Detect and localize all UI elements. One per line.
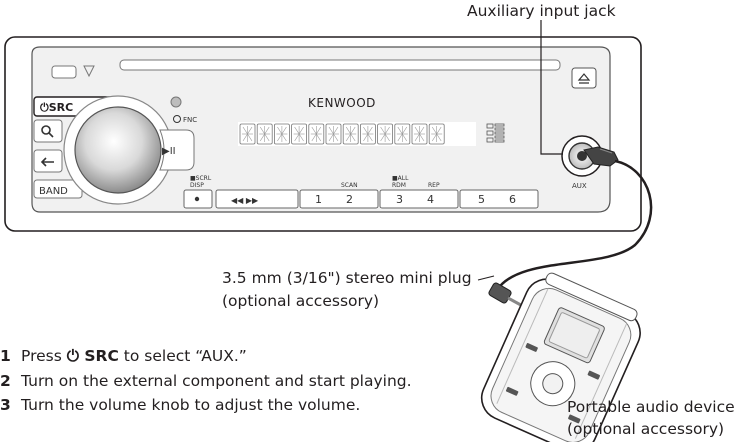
disp-label: DISP bbox=[190, 182, 204, 189]
lcd-character-cell bbox=[308, 123, 325, 145]
step-text: Turn on the external component and start… bbox=[21, 371, 412, 390]
lcd-character-cell bbox=[377, 123, 394, 145]
fnc-label: FNC bbox=[183, 116, 197, 124]
step-number: 3 bbox=[0, 396, 11, 414]
device-callout-line1: Portable audio device bbox=[567, 398, 735, 416]
lcd-character-cell bbox=[394, 123, 411, 145]
step-text: Press bbox=[21, 347, 67, 365]
src-keyword: ⏻ SRC bbox=[66, 347, 119, 365]
lcd-character-cell bbox=[428, 123, 445, 145]
eject-icon bbox=[577, 73, 591, 84]
rdm-label: RDM bbox=[392, 182, 406, 189]
seek-buttons[interactable] bbox=[215, 189, 299, 209]
all-label: ■ALL bbox=[392, 175, 409, 182]
lcd-character-cell bbox=[411, 123, 428, 145]
preset-1-label: 1 bbox=[315, 193, 322, 206]
lcd-character-cell bbox=[359, 123, 376, 145]
step-text: Turn the volume knob to adjust the volum… bbox=[21, 396, 361, 414]
aux-plug bbox=[583, 146, 619, 167]
step-2: 2 Turn on the external component and star… bbox=[0, 369, 412, 394]
aux-callout-line bbox=[540, 20, 563, 155]
search-icon bbox=[41, 125, 51, 135]
step-number: 2 bbox=[0, 371, 11, 390]
release-button[interactable] bbox=[51, 65, 77, 79]
portable-audio-device bbox=[480, 272, 641, 442]
lcd-character-cell bbox=[325, 123, 342, 145]
eject-button[interactable] bbox=[571, 67, 597, 89]
lcd-character-cell bbox=[342, 123, 359, 145]
band-button-label: BAND bbox=[39, 186, 68, 197]
display-indicators bbox=[486, 123, 505, 143]
search-button[interactable] bbox=[33, 119, 63, 143]
disp-dot-icon bbox=[194, 196, 200, 202]
disc-slot bbox=[119, 59, 561, 71]
aux-label: AUX bbox=[572, 182, 587, 190]
step-1: 1 Press ⏻ SRC to select “AUX.” bbox=[0, 344, 412, 369]
instruction-steps: 1 Press ⏻ SRC to select “AUX.” 2 Turn on t… bbox=[0, 344, 412, 418]
lcd-character-cell bbox=[256, 123, 273, 145]
rep-label: REP bbox=[428, 182, 440, 189]
audio-cable bbox=[495, 159, 653, 291]
volume-knob[interactable] bbox=[74, 106, 162, 194]
mini-plug-callout-line2: (optional accessory) bbox=[222, 292, 380, 310]
step-number: 1 bbox=[0, 347, 11, 365]
scan-label: SCAN bbox=[341, 182, 358, 189]
back-icon bbox=[40, 157, 54, 167]
preset-3-4-button[interactable] bbox=[379, 189, 459, 209]
step-text: to select “AUX.” bbox=[118, 347, 247, 365]
seek-label: ◀◀ ▶▶ bbox=[231, 196, 259, 205]
fnc-icon bbox=[173, 115, 181, 123]
preset-1-2-button[interactable] bbox=[299, 189, 379, 209]
scrl-label: ■SCRL bbox=[190, 175, 212, 182]
src-button-label: ⏻SRC bbox=[40, 101, 73, 114]
preset-2-label: 2 bbox=[346, 193, 353, 206]
brand-logo: KENWOOD bbox=[308, 96, 376, 110]
back-button[interactable] bbox=[33, 149, 63, 173]
preset-3-label: 3 bbox=[396, 193, 403, 206]
step-3: 3 Turn the volume knob to adjust the volu… bbox=[0, 393, 412, 418]
lcd-character-cell bbox=[239, 123, 256, 145]
eject-small-icon bbox=[83, 65, 95, 78]
aux-jack-callout: Auxiliary input jack bbox=[467, 2, 616, 20]
preset-4-label: 4 bbox=[427, 193, 434, 206]
preset-5-6-button[interactable] bbox=[459, 189, 539, 209]
mini-plug-callout-line1: 3.5 mm (3/16") stereo mini plug bbox=[222, 269, 472, 287]
preset-5-label: 5 bbox=[478, 193, 485, 206]
play-pause-button[interactable] bbox=[159, 129, 195, 171]
play-pause-label: ▶II bbox=[162, 146, 176, 157]
lcd-character-cell bbox=[273, 123, 290, 145]
device-callout-line2: (optional accessory) bbox=[567, 420, 725, 438]
lcd-display bbox=[238, 122, 476, 146]
mini-plug-callout-line bbox=[477, 275, 495, 281]
indicator-light bbox=[170, 96, 182, 108]
preset-6-label: 6 bbox=[509, 193, 516, 206]
lcd-character-cell bbox=[291, 123, 308, 145]
